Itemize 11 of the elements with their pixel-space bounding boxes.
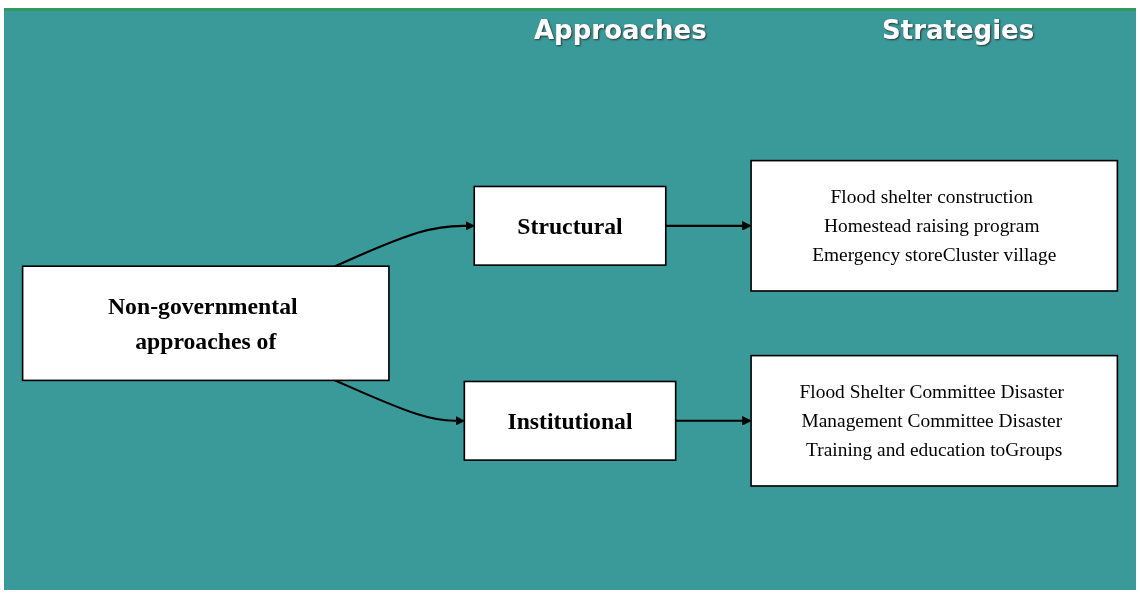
node-box: Flood Shelter Committee Disaster Management Committee Disaster Training and education toGroups	[750, 355, 1119, 487]
node-box: Structural	[473, 185, 667, 267]
arrow	[334, 221, 475, 268]
node-box: Non-governmental approaches of	[21, 265, 390, 382]
node-box: Flood shelter construction Homestead raising program Emergency storeCluster village	[750, 160, 1119, 292]
arrow	[334, 379, 465, 426]
arrow	[675, 416, 752, 426]
arrow	[665, 221, 752, 231]
node-box: Institutional	[463, 380, 677, 462]
column-heading: Strategies	[882, 15, 1035, 45]
column-heading: Approaches	[534, 15, 707, 45]
